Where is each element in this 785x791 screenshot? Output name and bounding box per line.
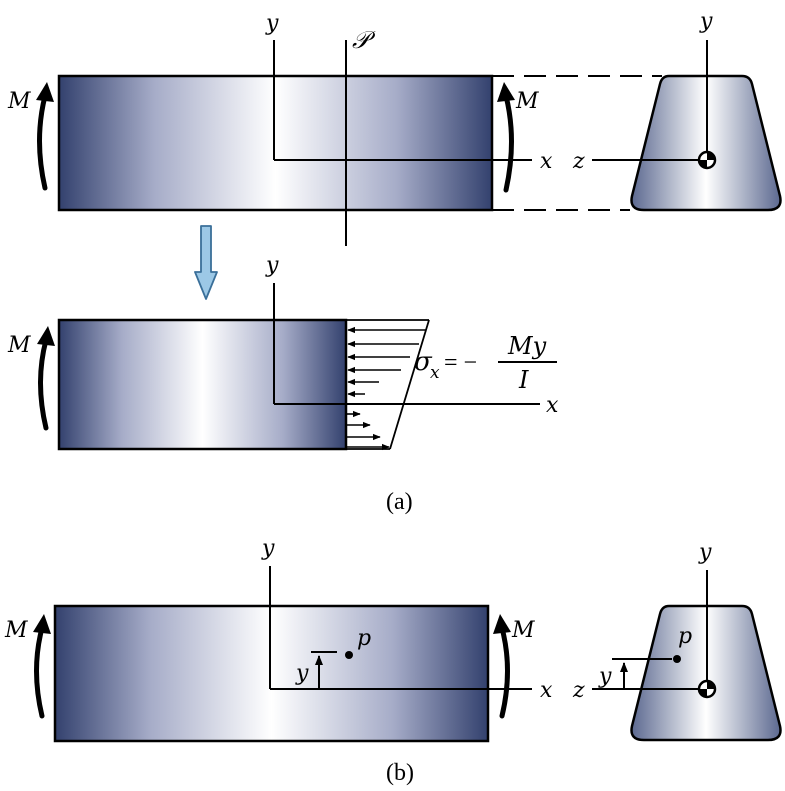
b-moment-label-left: M bbox=[4, 618, 28, 643]
b-dimension-label: y bbox=[295, 661, 309, 686]
b-section-point-label: p bbox=[678, 624, 692, 649]
plane-label: 𝒫 bbox=[352, 26, 376, 54]
b-section-dimension-label: y bbox=[598, 664, 612, 689]
moment-label-left: M bbox=[7, 89, 31, 114]
beam-cut-segment bbox=[57, 318, 348, 451]
moment-arrow-lower-left bbox=[38, 337, 49, 431]
b-centroid-icon bbox=[697, 679, 717, 699]
fig-b-beam-group: p y M M y x bbox=[4, 536, 553, 743]
centroid-icon bbox=[697, 150, 717, 170]
formula-equals-minus: = − bbox=[444, 350, 477, 376]
b-moment-arrowhead-left bbox=[33, 614, 51, 634]
b-section-z-axis-label: z bbox=[572, 678, 585, 703]
b-moment-arrow-left bbox=[34, 625, 45, 719]
b-section-point-dot bbox=[673, 655, 681, 663]
b-moment-label-right: M bbox=[511, 618, 535, 643]
point-p-dot bbox=[345, 651, 353, 659]
b-moment-arrow-right bbox=[499, 625, 510, 719]
formula-sigma: σ bbox=[414, 347, 433, 377]
b-y-axis-label: y bbox=[261, 536, 275, 561]
lower-x-axis-label: x bbox=[546, 393, 559, 418]
beam-b bbox=[53, 604, 490, 743]
moment-arrow-left bbox=[37, 93, 48, 191]
lower-y-axis-label: y bbox=[265, 253, 279, 278]
fig-a-lower-group: M y x σ x = − My bbox=[7, 253, 559, 451]
down-arrow-icon bbox=[194, 225, 218, 300]
section-y-axis-label: y bbox=[699, 9, 713, 34]
beam-top bbox=[57, 74, 494, 212]
stress-profile-line bbox=[389, 319, 430, 450]
section-z-axis-label: z bbox=[572, 149, 585, 174]
caption-b: (b) bbox=[386, 760, 414, 786]
flexure-formula: σ x = − My I bbox=[414, 332, 557, 394]
caption-a: (a) bbox=[386, 489, 413, 515]
b-x-axis-label: x bbox=[540, 678, 553, 703]
moment-label-lower-left: M bbox=[7, 333, 31, 358]
formula-denominator: I bbox=[518, 366, 529, 394]
x-axis-label: x bbox=[540, 149, 553, 174]
moment-label-right: M bbox=[515, 89, 539, 114]
point-p-label: p bbox=[357, 626, 371, 651]
formula-sigma-subscript: x bbox=[430, 363, 440, 383]
moment-arrowhead-right bbox=[497, 82, 515, 102]
fig-a-cross-section: y z bbox=[572, 9, 782, 212]
b-moment-arrowhead-right bbox=[493, 614, 511, 634]
moment-arrowhead-left bbox=[36, 82, 54, 102]
b-section-y-axis-label: y bbox=[698, 540, 712, 565]
fig-b-cross-section: p y y z bbox=[572, 540, 782, 742]
moment-arrow-right bbox=[503, 93, 514, 193]
formula-numerator: My bbox=[507, 332, 547, 360]
moment-arrowhead-lower-left bbox=[37, 326, 55, 346]
stress-distribution bbox=[346, 319, 430, 451]
y-axis-label: y bbox=[265, 11, 279, 36]
fig-a-top-beam-group: M M y x 𝒫 bbox=[7, 11, 662, 246]
